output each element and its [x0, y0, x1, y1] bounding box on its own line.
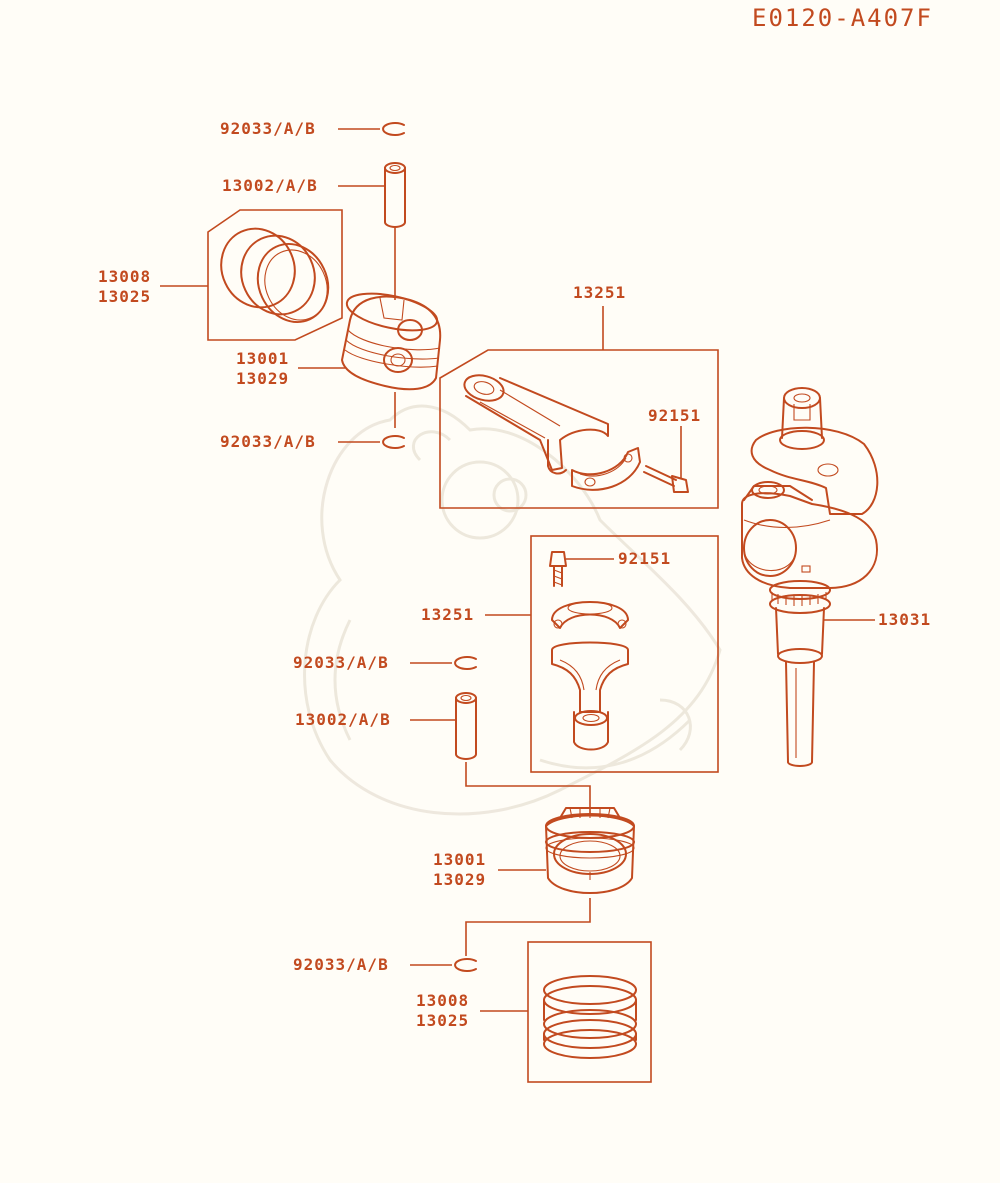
label-pin-top: 13002/A/B: [222, 176, 318, 195]
label-clip-bottom-2: 92033/A/B: [293, 955, 389, 974]
bottom-ring-set: [480, 941, 652, 1083]
label-clip-top-1: 92033/A/B: [220, 119, 316, 138]
top-piston-pin: [338, 162, 406, 300]
label-bolt-top: 92151: [648, 406, 702, 425]
label-rings-bottom-b: 13025: [416, 1011, 470, 1030]
diagram-reference-code: E0120-A407F: [752, 4, 933, 32]
bottom-piston: [465, 807, 635, 956]
crankshaft: [741, 387, 879, 767]
label-rings-top-a: 13008: [98, 267, 152, 286]
label-bolt-bottom: 92151: [618, 549, 672, 568]
top-circlip-1: [338, 122, 405, 136]
label-clip-top-2: 92033/A/B: [220, 432, 316, 451]
top-piston: [298, 292, 442, 428]
bottom-circlip-1: [410, 656, 477, 670]
label-conrod-bottom: 13251: [421, 605, 475, 624]
top-circlip-2: [338, 435, 405, 449]
label-rings-bottom-a: 13008: [416, 991, 470, 1010]
label-crankshaft: 13031: [878, 610, 932, 629]
bottom-circlip-2: [410, 958, 477, 972]
label-rings-top-b: 13025: [98, 287, 152, 306]
bottom-conrod-assembly: [485, 535, 719, 773]
bottom-piston-pin: [410, 692, 591, 814]
label-conrod-top: 13251: [573, 283, 627, 302]
label-clip-bottom-1: 92033/A/B: [293, 653, 389, 672]
top-conrod-assembly: [439, 306, 719, 509]
watermark-mascot: [303, 404, 722, 816]
label-piston-bottom-b: 13029: [433, 870, 487, 889]
line-art: [160, 122, 879, 1083]
label-piston-top-a: 13001: [236, 349, 290, 368]
label-pin-bottom: 13002/A/B: [295, 710, 391, 729]
top-ring-set: [160, 209, 343, 341]
label-piston-bottom-a: 13001: [433, 850, 487, 869]
label-piston-top-b: 13029: [236, 369, 290, 388]
